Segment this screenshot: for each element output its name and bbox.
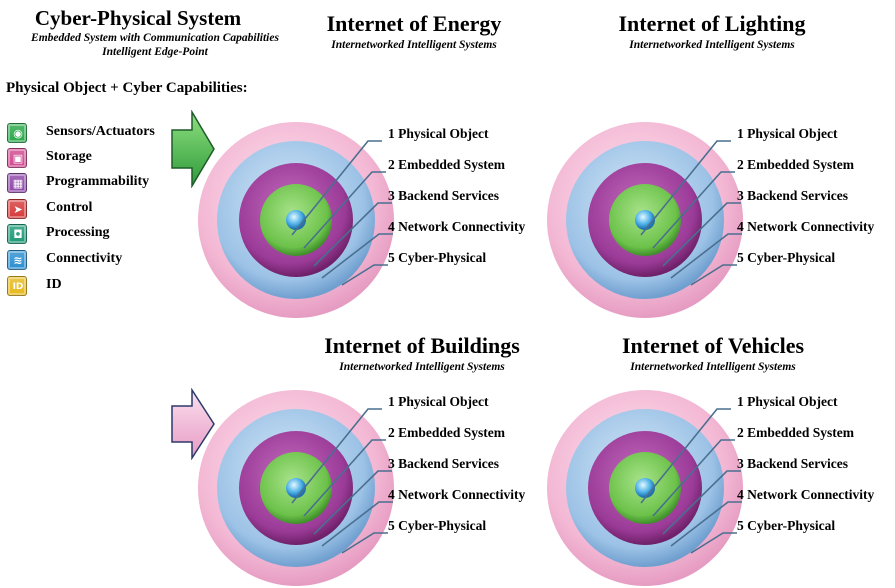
leader-line — [640, 408, 731, 504]
capability-label: Control — [46, 200, 93, 215]
leader-line — [662, 470, 741, 535]
layer-label: 5 Cyber-Physical — [388, 518, 487, 533]
leader-line — [690, 532, 737, 554]
main-subtitle: Embedded System with Communication Capab… — [0, 31, 310, 59]
leader-line — [652, 439, 735, 517]
leader-line — [341, 264, 388, 286]
id-icon: ID — [7, 276, 27, 296]
leader-line — [670, 233, 742, 279]
diagram-lighting: 1 Physical Object 2 Embedded System 3 Back… — [545, 120, 895, 318]
layer-label: 3 Backend Services — [737, 188, 848, 203]
play-icon: ➤ — [7, 199, 27, 219]
chip-icon: ◘ — [7, 224, 27, 244]
leader-line — [652, 171, 735, 249]
layer-label: 5 Cyber-Physical — [388, 250, 487, 265]
layer-label: 1 Physical Object — [737, 394, 838, 409]
layer-label: 1 Physical Object — [737, 126, 838, 141]
leader-line — [303, 171, 386, 249]
leader-line — [291, 408, 382, 504]
layer-label: 5 Cyber-Physical — [737, 518, 836, 533]
leader-line — [303, 439, 386, 517]
leader-line — [313, 470, 392, 535]
leader-line — [341, 532, 388, 554]
layer-label: 4 Network Connectivity — [388, 219, 526, 234]
panel-title-vehicles: Internet of Vehicles — [621, 333, 805, 358]
layer-label: 2 Embedded System — [388, 425, 506, 440]
main-title: Cyber-Physical System — [34, 6, 242, 30]
layer-label: 1 Physical Object — [388, 126, 489, 141]
layer-label: 3 Backend Services — [388, 188, 499, 203]
panel-title-energy: Internet of Energy — [326, 11, 502, 36]
layer-label: 2 Embedded System — [737, 157, 855, 172]
diagram-buildings: 1 Physical Object 2 Embedded System 3 Back… — [196, 388, 546, 586]
layer-label: 4 Network Connectivity — [737, 487, 875, 502]
layer-label: 3 Backend Services — [737, 456, 848, 471]
layer-label: 4 Network Connectivity — [737, 219, 875, 234]
diagram-vehicles: 1 Physical Object 2 Embedded System 3 Back… — [545, 388, 895, 586]
panel-subtitle-buildings: Internetworked Intelligent Systems — [339, 361, 505, 373]
leader-lines — [640, 408, 742, 554]
leader-line — [670, 501, 742, 547]
leader-lines — [291, 140, 393, 286]
capabilities-heading: Physical Object + Cyber Capabilities: — [6, 80, 248, 96]
layer-label: 4 Network Connectivity — [388, 487, 526, 502]
capability-label: Connectivity — [46, 251, 123, 266]
panel-title-buildings: Internet of Buildings — [324, 333, 520, 358]
capability-label: Programmability — [46, 174, 150, 189]
leader-line — [690, 264, 737, 286]
panel-title-lighting: Internet of Lighting — [618, 11, 806, 36]
panel-subtitle-energy: Internetworked Intelligent Systems — [331, 39, 497, 51]
leader-line — [321, 233, 393, 279]
panel-subtitle-vehicles: Internetworked Intelligent Systems — [630, 361, 796, 373]
storage-icon: ▣ — [7, 148, 27, 168]
main-subtitle-line2: Intelligent Edge-Point — [102, 46, 208, 58]
capability-label: Processing — [46, 225, 110, 240]
layer-label: 1 Physical Object — [388, 394, 489, 409]
leader-lines — [640, 140, 742, 286]
pink-arrow-icon — [171, 388, 215, 460]
layer-label: 5 Cyber-Physical — [737, 250, 836, 265]
leader-lines — [291, 408, 393, 554]
main-subtitle-line1: Embedded System with Communication Capab… — [31, 32, 279, 44]
eye-icon: ◉ — [7, 123, 27, 143]
panel-subtitle-lighting: Internetworked Intelligent Systems — [629, 39, 795, 51]
layer-label: 3 Backend Services — [388, 456, 499, 471]
capability-label: Storage — [46, 149, 92, 164]
leader-line — [313, 202, 392, 267]
layer-label: 2 Embedded System — [388, 157, 506, 172]
leader-line — [640, 140, 731, 236]
grid-icon: ▦ — [7, 173, 27, 193]
leader-line — [321, 501, 393, 547]
diagram-energy: 1 Physical Object 2 Embedded System 3 Back… — [196, 120, 546, 318]
leader-line — [662, 202, 741, 267]
capability-label: ID — [46, 277, 62, 292]
capability-label: Sensors/Actuators — [46, 124, 155, 139]
leader-line — [291, 140, 382, 236]
wifi-icon: ≋ — [7, 250, 27, 270]
layer-label: 2 Embedded System — [737, 425, 855, 440]
green-arrow-icon — [171, 110, 215, 188]
